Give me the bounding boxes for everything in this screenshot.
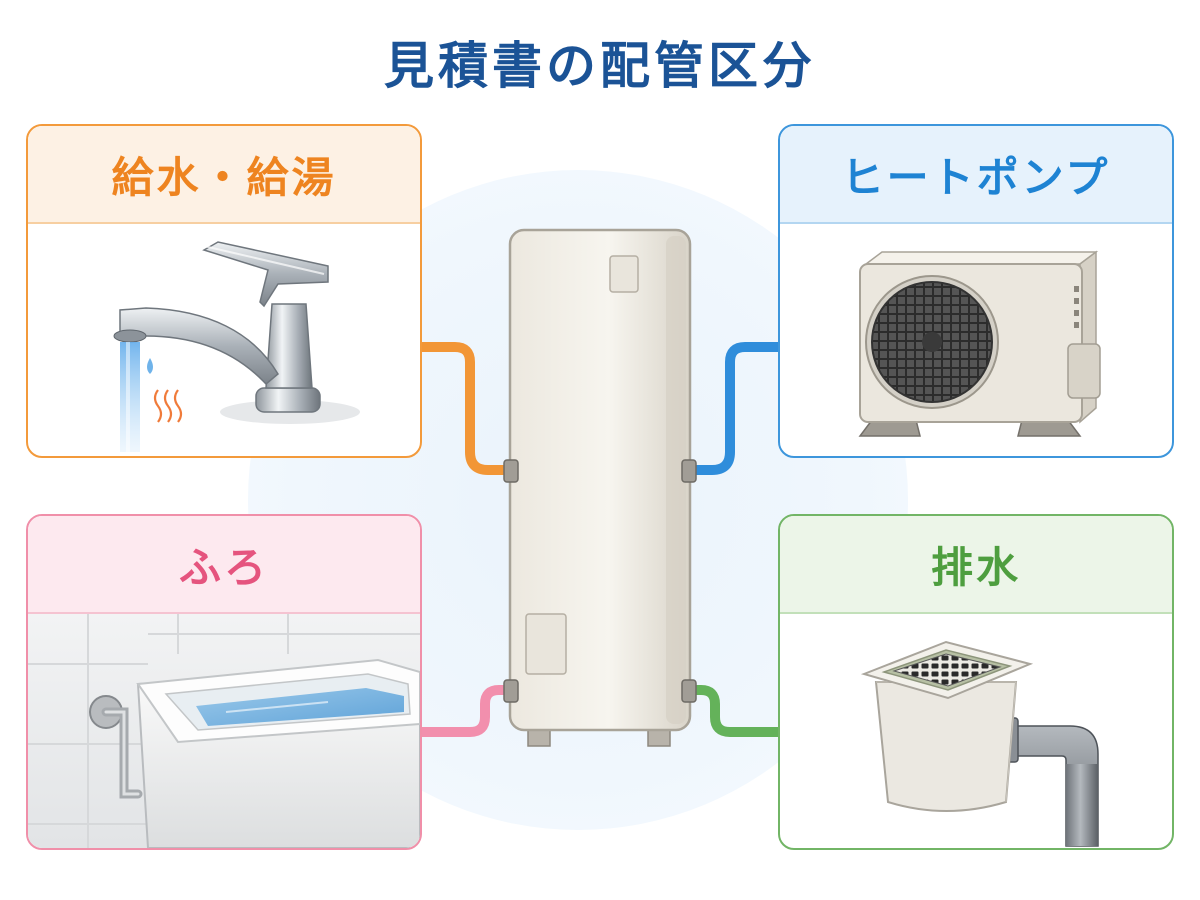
bath-pipe [416, 685, 517, 737]
panel-water-supply: 給水・給湯 [26, 124, 422, 458]
panel-heat-pump-label: ヒートポンプ [780, 126, 1172, 224]
panel-bath-label: ふろ [28, 516, 420, 614]
water-pipe [416, 342, 517, 475]
floor-drain-icon [860, 640, 1099, 847]
page-title: 見積書の配管区分 [384, 37, 816, 95]
bathtub-icon [28, 614, 420, 848]
faucet-icon [113, 241, 360, 452]
panel-water-supply-label: 給水・給湯 [28, 126, 420, 224]
heat-pump-unit-icon [858, 250, 1101, 437]
panel-bath: ふろ [26, 514, 422, 850]
panel-drain-label: 排水 [780, 516, 1172, 614]
drain-pipe [683, 685, 784, 737]
panel-drain: 排水 [778, 514, 1174, 850]
heat-pump-pipe [683, 342, 784, 475]
panel-heat-pump: ヒートポンプ [778, 124, 1174, 458]
water-heater-tank-icon [503, 228, 697, 747]
